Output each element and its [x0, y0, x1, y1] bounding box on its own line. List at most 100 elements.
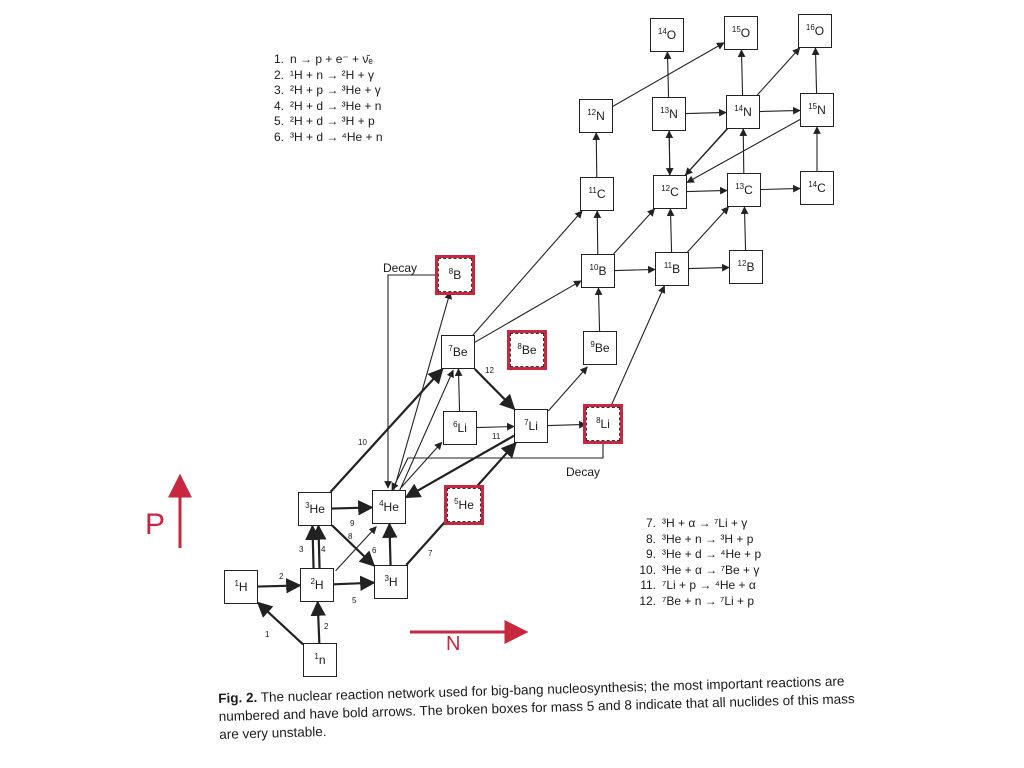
reaction-arrow	[811, 47, 820, 94]
reaction-entry: 7.³H + α → ⁷Li + γ	[645, 516, 748, 530]
reaction-arrow	[684, 128, 728, 176]
reaction-arrow	[740, 206, 749, 251]
edge-label-6: 6	[372, 546, 377, 555]
reaction-arrow	[593, 210, 602, 255]
reaction-entry: 8.³He + n → ³H + p	[645, 531, 754, 546]
edge-label-11: 11	[492, 432, 501, 441]
edge-label-8: 8	[348, 532, 353, 541]
reaction-arrow	[331, 500, 374, 516]
edge-label-1: 1	[265, 630, 270, 639]
reaction-arrow	[666, 208, 675, 253]
reaction-arrow	[686, 119, 801, 183]
edge-label-12: 12	[485, 366, 494, 375]
reaction-arrow	[614, 265, 656, 274]
reaction-arrow	[257, 578, 302, 594]
reaction-arrow	[305, 524, 321, 569]
caption-lead: Fig. 2.	[218, 689, 258, 706]
reaction-arrow	[594, 287, 603, 332]
reaction-arrow	[472, 210, 583, 336]
reaction-entry: 4.²H + d → ³He + n	[273, 98, 382, 113]
reaction-arrow	[592, 132, 601, 178]
edge-label-7: 7	[428, 549, 433, 558]
reaction-arrow	[335, 526, 377, 572]
edge-label-4: 4	[321, 545, 326, 554]
reaction-entry: 5.²H + d → ³H + p	[273, 114, 375, 128]
reaction-arrow	[760, 184, 801, 193]
reaction-arrow	[310, 600, 326, 644]
reaction-arrow	[686, 186, 728, 195]
reaction-entry: 9.³He + d → ⁴He + p	[645, 547, 762, 561]
reaction-entry: 1.n → p + e⁻ + ν̄ₑ	[273, 52, 373, 66]
decay-arrow-b8	[384, 274, 438, 489]
reaction-arrow	[473, 368, 516, 411]
reaction-arrow	[331, 524, 376, 567]
reaction-list-bottom: 7.³H + α → ⁷Li + γ 8.³He + n → ³H + p 9.…	[634, 516, 761, 609]
reaction-arrow	[610, 285, 666, 408]
reaction-arrow	[398, 369, 454, 492]
edge-label-2: 2	[279, 572, 284, 581]
reaction-arrow	[333, 575, 376, 591]
edge-label-10: 10	[358, 438, 367, 447]
decay-arrow-li8	[391, 441, 604, 491]
reaction-arrow	[688, 263, 730, 272]
reaction-entry: 2.¹H + n → ²H + γ	[273, 67, 375, 82]
reaction-entry: 12.⁷Be + n → ⁷Li + p	[639, 593, 755, 608]
edge-label-2b: 2	[324, 622, 329, 631]
reaction-arrow	[329, 367, 444, 493]
reaction-arrow	[547, 366, 588, 412]
reaction-arrow	[311, 524, 327, 568]
reaction-arrow	[759, 106, 801, 115]
reaction-arrow	[685, 108, 727, 117]
edge-label-9: 9	[350, 519, 355, 528]
reaction-arrow	[613, 208, 656, 255]
reaction-entry: 11.⁷Li + p → ⁴He + α	[640, 578, 756, 592]
reaction-arrow	[476, 422, 515, 431]
reaction-arrow	[454, 368, 463, 412]
decay-label-li8: Decay	[566, 465, 601, 479]
axis-label-p: P	[145, 508, 166, 541]
reaction-arrow	[393, 291, 452, 491]
reaction-arrow	[687, 206, 730, 253]
decay-label-b8: Decay	[383, 261, 418, 275]
reaction-arrow	[382, 522, 398, 566]
edge-label-3: 3	[299, 545, 304, 554]
reaction-list-top: 1.n → p + e⁻ + ν̄ₑ 2.¹H + n → ²H + γ 3.²…	[262, 52, 383, 145]
axis-label-n: N	[446, 633, 461, 655]
reaction-arrow	[547, 420, 587, 429]
reaction-arrow	[404, 434, 515, 499]
reaction-arrow	[400, 441, 443, 488]
reaction-arrow	[612, 42, 725, 107]
reaction-arrow	[256, 601, 304, 646]
reaction-arrow	[665, 130, 674, 176]
edge-label-5: 5	[352, 596, 357, 605]
